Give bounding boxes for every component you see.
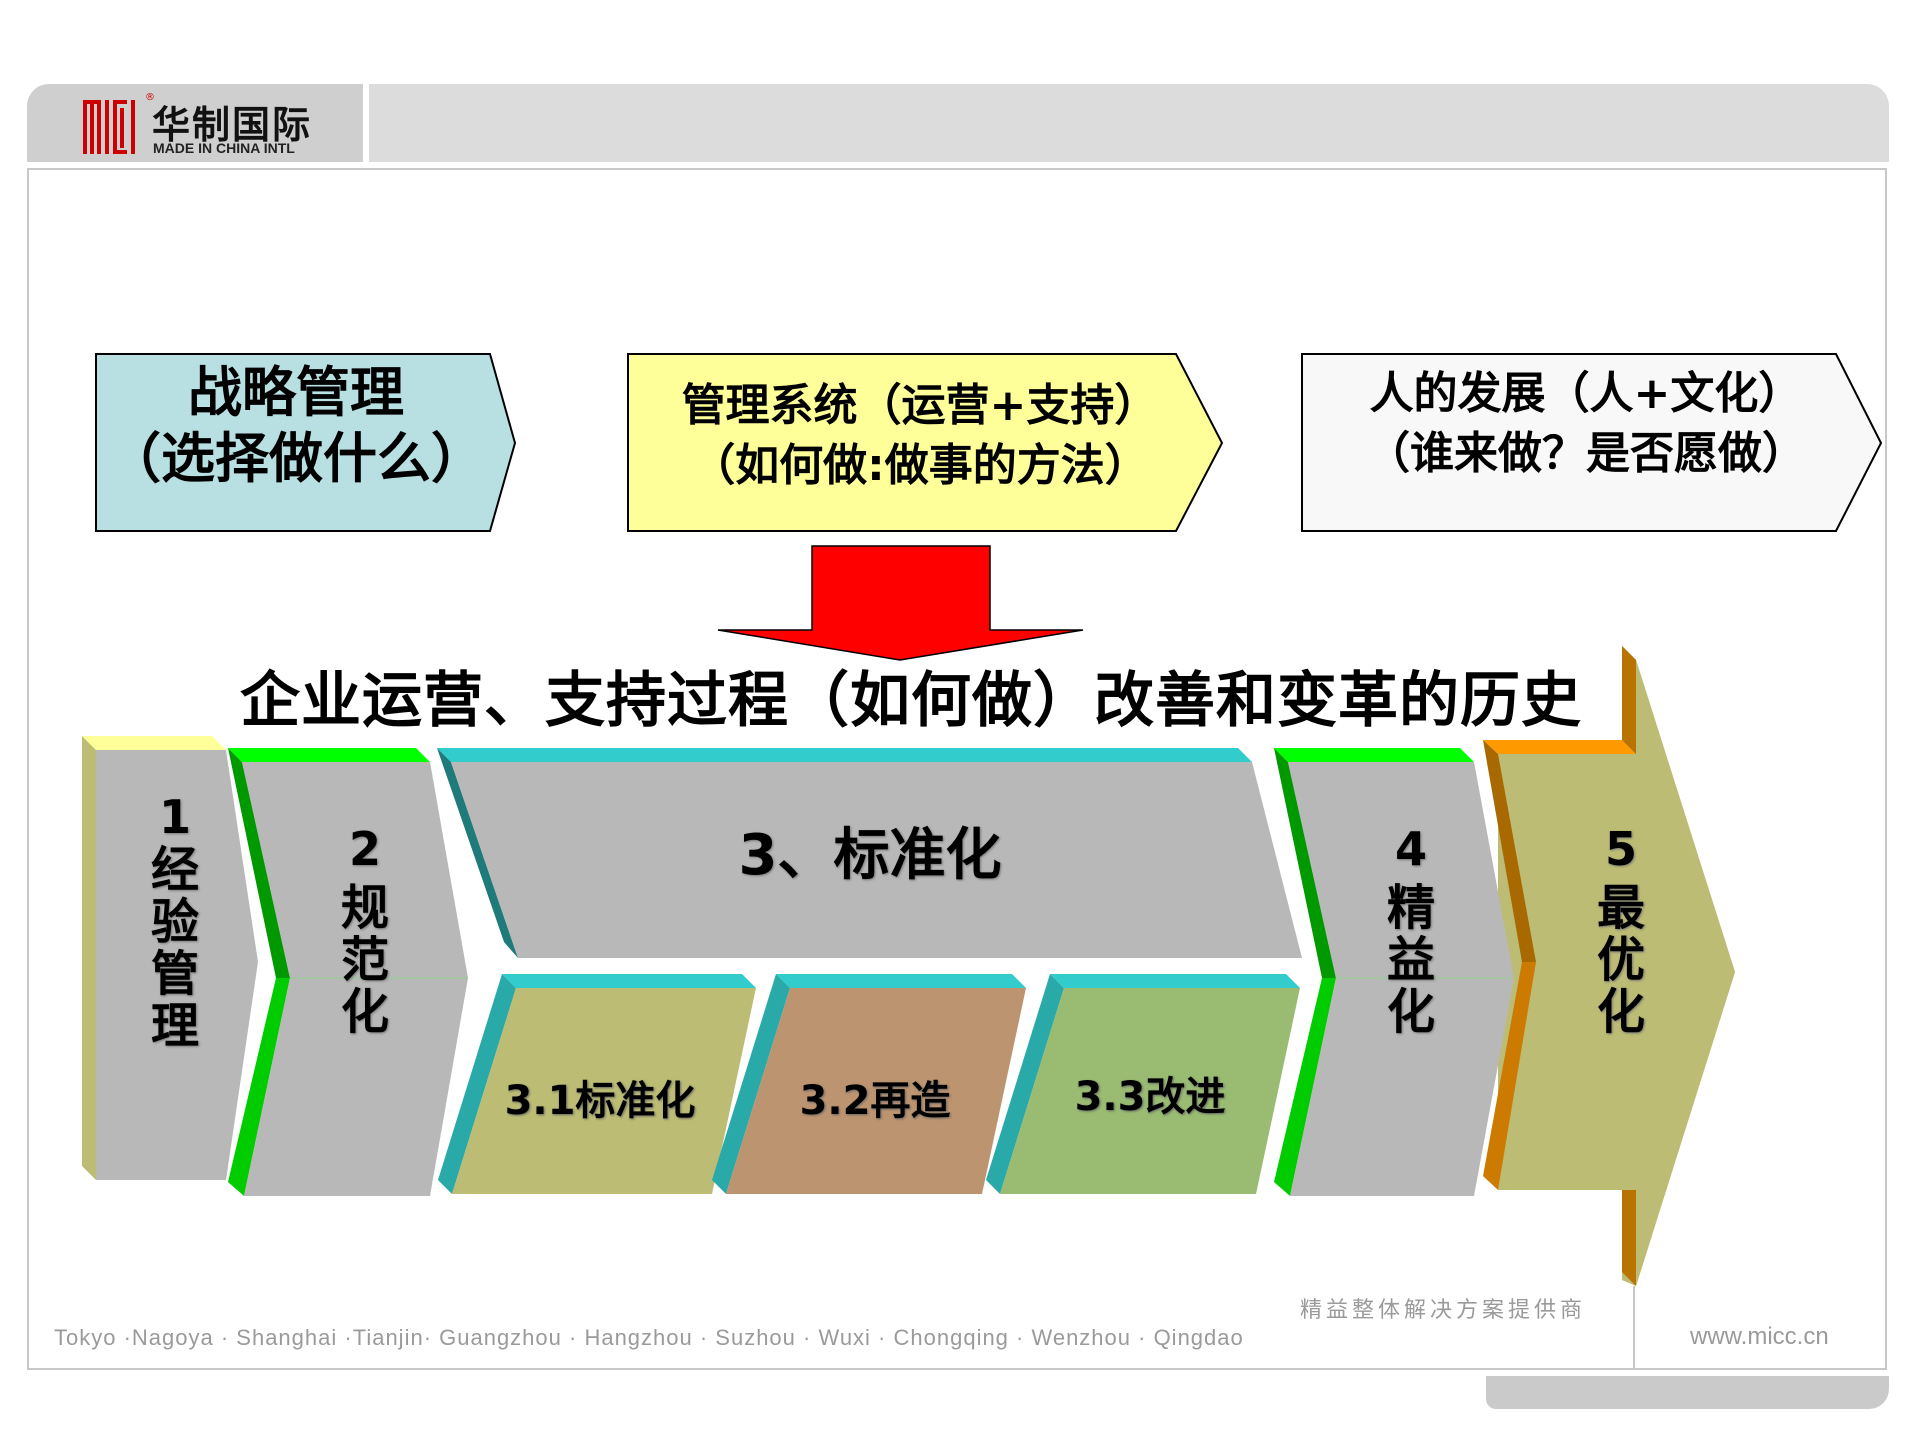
stage4-top [1274, 748, 1474, 762]
down-arrow-icon [717, 545, 1084, 661]
stage3-title: 3、标准化 [738, 823, 1002, 888]
management-system-box-line2: （如何做:做事的方法） [691, 440, 1149, 491]
footer-url[interactable]: www.micc.cn [1690, 1323, 1829, 1350]
strategy-box-line2: （选择做什么） [107, 427, 485, 490]
logo-chinese-name: 华制国际 [152, 102, 313, 147]
stage2-label: 2 规 范 化 [300, 822, 430, 1038]
management-system-box-line1: 管理系统（运营+支持） [681, 380, 1159, 431]
stage5-top-bevel [1483, 740, 1636, 754]
stage3-face [451, 762, 1302, 958]
mici-logo-icon [83, 100, 135, 154]
stage4-label: 4 精 益 化 [1346, 822, 1476, 1038]
management-system-box-shape [627, 353, 1224, 532]
people-development-box: 人的发展（人+文化） （谁来做？是否愿做） [1306, 364, 1866, 484]
footer-cities: Tokyo ·Nagoya · Shanghai ·Tianjin· Guang… [54, 1325, 1244, 1350]
stage1-label: 1 经 验 管 理 [110, 790, 240, 1052]
stage5-side-bevel-upper [1483, 740, 1536, 962]
stage4-number: 4 [1394, 822, 1427, 876]
stage5-label: 5 最 优 化 [1556, 822, 1686, 1038]
stage2-face [242, 762, 468, 1196]
stage3-top [437, 748, 1252, 762]
stage4-side-upper [1274, 748, 1336, 978]
logo-english-name: MADE IN CHINA INTL [153, 140, 295, 156]
strategy-box-shape [95, 353, 517, 532]
stage2-number: 2 [348, 822, 381, 876]
stage4-face [1288, 762, 1514, 1196]
stage2-top [228, 748, 430, 762]
stage5-shaft-lower [1622, 1190, 1636, 1286]
stage2-side-upper [228, 748, 290, 978]
registered-mark: ® [145, 92, 155, 103]
people-development-box-shape [1301, 353, 1883, 532]
sub33-side [986, 974, 1064, 1194]
sub33-face [1000, 988, 1300, 1194]
stage3-side [437, 748, 518, 958]
sub31-face [452, 988, 756, 1194]
strategy-box-line1: 战略管理 [188, 361, 404, 424]
sub31-side [438, 974, 516, 1194]
stage5-shaft-upper [1622, 646, 1636, 754]
sub31-label: 3.1标准化 [504, 1078, 696, 1124]
bottom-tab [1486, 1376, 1889, 1409]
sub32-face [726, 988, 1026, 1194]
sub32-side [712, 974, 790, 1194]
strategy-box: 战略管理 （选择做什么） [96, 360, 496, 492]
stage5-number: 5 [1604, 822, 1637, 876]
stage1-number: 1 [158, 790, 191, 844]
diagram-title: 企业运营、支持过程（如何做）改善和变革的历史 [240, 666, 1582, 736]
people-development-box-line2: （谁来做？是否愿做） [1366, 428, 1806, 479]
stage2-side-lower [228, 978, 290, 1196]
people-development-box-line1: 人的发展（人+文化） [1369, 368, 1803, 419]
header-bar [369, 84, 1889, 162]
stage4-side-lower [1274, 978, 1336, 1196]
sub32-top [776, 974, 1026, 988]
stage5-side-bevel-lower [1483, 962, 1536, 1190]
management-system-box: 管理系统（运营+支持） （如何做:做事的方法） [630, 376, 1210, 496]
stage1-face [96, 750, 258, 1180]
stage1-side [82, 736, 96, 1180]
sub32-label: 3.2再造 [799, 1078, 951, 1124]
footer-tagline: 精益整体解决方案提供商 [1300, 1298, 1587, 1323]
sub33-label: 3.3改进 [1074, 1074, 1226, 1120]
stage1-top [82, 736, 226, 750]
sub31-top [502, 974, 756, 988]
sub33-top [1050, 974, 1300, 988]
